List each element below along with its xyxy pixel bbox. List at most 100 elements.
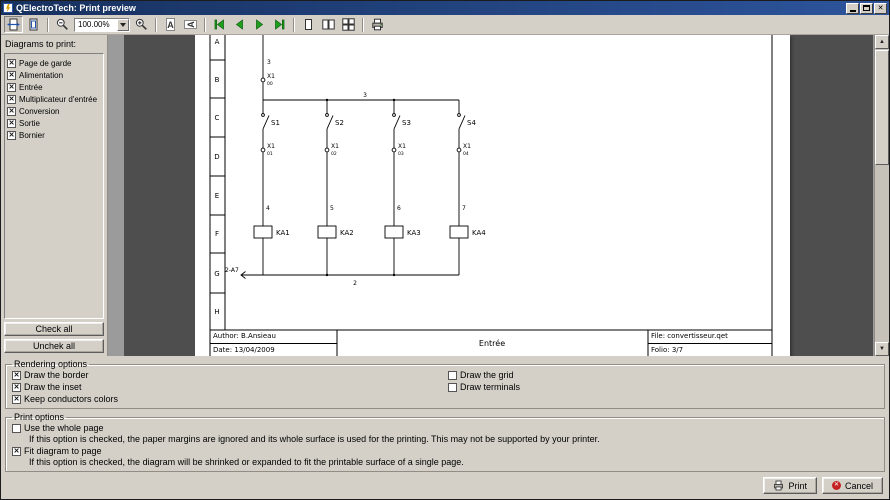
- terminal-pin: 04: [463, 151, 469, 157]
- schematic-svg: A B C D E F G H: [195, 35, 790, 356]
- print-preview-area: A B C D E F G H: [108, 35, 889, 356]
- checkbox-icon[interactable]: ✕: [12, 383, 21, 392]
- checkbox-icon[interactable]: [448, 383, 457, 392]
- diagram-item-sortie[interactable]: ✕ Sortie: [7, 117, 101, 129]
- diagram-item-conversion[interactable]: ✕ Conversion: [7, 105, 101, 117]
- next-page-button[interactable]: [250, 16, 269, 33]
- checkbox-icon[interactable]: ✕: [7, 71, 16, 80]
- preview-canvas[interactable]: A B C D E F G H: [124, 35, 873, 356]
- titleblock-title: Entrée: [479, 338, 505, 348]
- diagram-item-bornier[interactable]: ✕ Bornier: [7, 129, 101, 141]
- maximize-icon: [863, 5, 870, 11]
- fit-width-button[interactable]: [4, 16, 23, 33]
- option-keep-conductors-colors[interactable]: ✕ Keep conductors colors: [12, 393, 442, 405]
- row-letter: D: [214, 153, 219, 161]
- coil-label: KA3: [407, 229, 421, 237]
- diagram-item-alimentation[interactable]: ✕ Alimentation: [7, 69, 101, 81]
- scrollbar-track[interactable]: [875, 165, 889, 342]
- print-button-label: Print: [788, 481, 807, 491]
- option-help-text: If this option is checked, the diagram w…: [12, 457, 878, 468]
- checkbox-icon[interactable]: ✕: [7, 131, 16, 140]
- diagram-item-multiplicateur[interactable]: ✕ Multiplicateur d'entrée: [7, 93, 101, 105]
- zoom-out-icon: [56, 18, 69, 31]
- option-label: Draw the border: [24, 370, 89, 380]
- last-page-icon: [273, 18, 286, 31]
- checkbox-icon[interactable]: [448, 371, 457, 380]
- titleblock-date: Date: 13/04/2009: [213, 346, 275, 354]
- cancel-button[interactable]: ✕ Cancel: [822, 477, 883, 494]
- checkbox-icon[interactable]: ✕: [7, 59, 16, 68]
- option-label: Fit diagram to page: [24, 446, 102, 456]
- close-button[interactable]: ✕: [874, 3, 887, 14]
- print-options-title: Print options: [12, 412, 66, 422]
- checkbox-icon[interactable]: ✕: [7, 119, 16, 128]
- option-draw-the-border[interactable]: ✕ Draw the border: [12, 369, 442, 381]
- facing-pages-view-button[interactable]: [319, 16, 338, 33]
- scroll-down-button[interactable]: ▼: [875, 342, 889, 356]
- previous-page-button[interactable]: [230, 16, 249, 33]
- first-page-button[interactable]: [210, 16, 229, 33]
- landscape-button[interactable]: A: [181, 16, 200, 33]
- zoom-in-icon: [135, 18, 148, 31]
- print-button[interactable]: Print: [763, 477, 817, 494]
- titlebar[interactable]: QElectroTech: Print preview ✕: [1, 1, 889, 15]
- check-all-button[interactable]: Check all: [4, 322, 104, 336]
- option-fit-diagram-to-page[interactable]: ✕ Fit diagram to page: [12, 445, 878, 457]
- row-letter: G: [214, 270, 219, 278]
- zoom-level-combo[interactable]: 100.00%: [74, 18, 130, 32]
- option-label: Keep conductors colors: [24, 394, 118, 404]
- checkbox-icon[interactable]: ✕: [7, 95, 16, 104]
- toolbar-separator: [293, 18, 295, 32]
- checkbox-icon[interactable]: ✕: [7, 107, 16, 116]
- titleblock-author: Author: B.Ansieau: [213, 332, 276, 340]
- checkbox-icon[interactable]: [12, 424, 21, 433]
- terminal-label: X1: [398, 143, 406, 150]
- window-title: QElectroTech: Print preview: [16, 3, 136, 13]
- toolbar-separator: [204, 18, 206, 32]
- close-icon: ✕: [878, 5, 884, 12]
- maximize-button[interactable]: [860, 3, 873, 14]
- minimize-button[interactable]: [846, 3, 859, 14]
- option-draw-the-grid[interactable]: Draw the grid: [448, 369, 878, 381]
- toolbar-separator: [47, 18, 49, 32]
- scrollbar-thumb[interactable]: [875, 50, 889, 165]
- zoom-level-value: 100.00%: [78, 20, 110, 29]
- option-draw-terminals[interactable]: Draw terminals: [448, 381, 878, 393]
- checkbox-icon[interactable]: ✕: [12, 371, 21, 380]
- diagram-item-page-de-garde[interactable]: ✕ Page de garde: [7, 57, 101, 69]
- checkbox-icon[interactable]: ✕: [7, 83, 16, 92]
- single-page-view-button[interactable]: [299, 16, 318, 33]
- zoom-combo-dropdown-button[interactable]: [117, 19, 129, 31]
- coil-label: KA4: [472, 229, 486, 237]
- overview-pages-button[interactable]: [339, 16, 358, 33]
- terminal-label: X1: [331, 143, 339, 150]
- rendering-options-title: Rendering options: [12, 359, 89, 369]
- schematic-branch-1: S1 X1 01 4 KA1: [254, 100, 290, 275]
- option-label: Draw the inset: [24, 382, 82, 392]
- checkbox-icon[interactable]: ✕: [12, 395, 21, 404]
- switch-label: S4: [467, 119, 476, 127]
- print-toolbar-button[interactable]: [368, 16, 387, 33]
- scroll-up-button[interactable]: ▲: [875, 35, 889, 49]
- cancel-button-label: Cancel: [845, 481, 873, 491]
- option-draw-the-inset[interactable]: ✕ Draw the inset: [12, 381, 442, 393]
- zoom-in-button[interactable]: [132, 16, 151, 33]
- portrait-icon: A: [164, 18, 177, 31]
- last-page-button[interactable]: [270, 16, 289, 33]
- portrait-button[interactable]: A: [161, 16, 180, 33]
- uncheck-all-button[interactable]: Unchek all: [4, 339, 104, 353]
- row-letter: E: [215, 192, 219, 200]
- window-controls: ✕: [846, 3, 887, 14]
- preview-page: A B C D E F G H: [195, 35, 790, 356]
- toolbar-separator: [362, 18, 364, 32]
- svg-text:A: A: [167, 20, 174, 30]
- checkbox-icon[interactable]: ✕: [12, 447, 21, 456]
- diagram-list[interactable]: ✕ Page de garde ✕ Alimentation ✕ Entrée …: [4, 53, 104, 319]
- option-use-the-whole-page[interactable]: Use the whole page: [12, 422, 878, 434]
- diagram-item-entree[interactable]: ✕ Entrée: [7, 81, 101, 93]
- vertical-scrollbar[interactable]: ▲ ▼: [874, 35, 889, 356]
- zoom-out-button[interactable]: [53, 16, 72, 33]
- terminal-label: X1: [267, 143, 275, 150]
- fit-page-button[interactable]: [24, 16, 43, 33]
